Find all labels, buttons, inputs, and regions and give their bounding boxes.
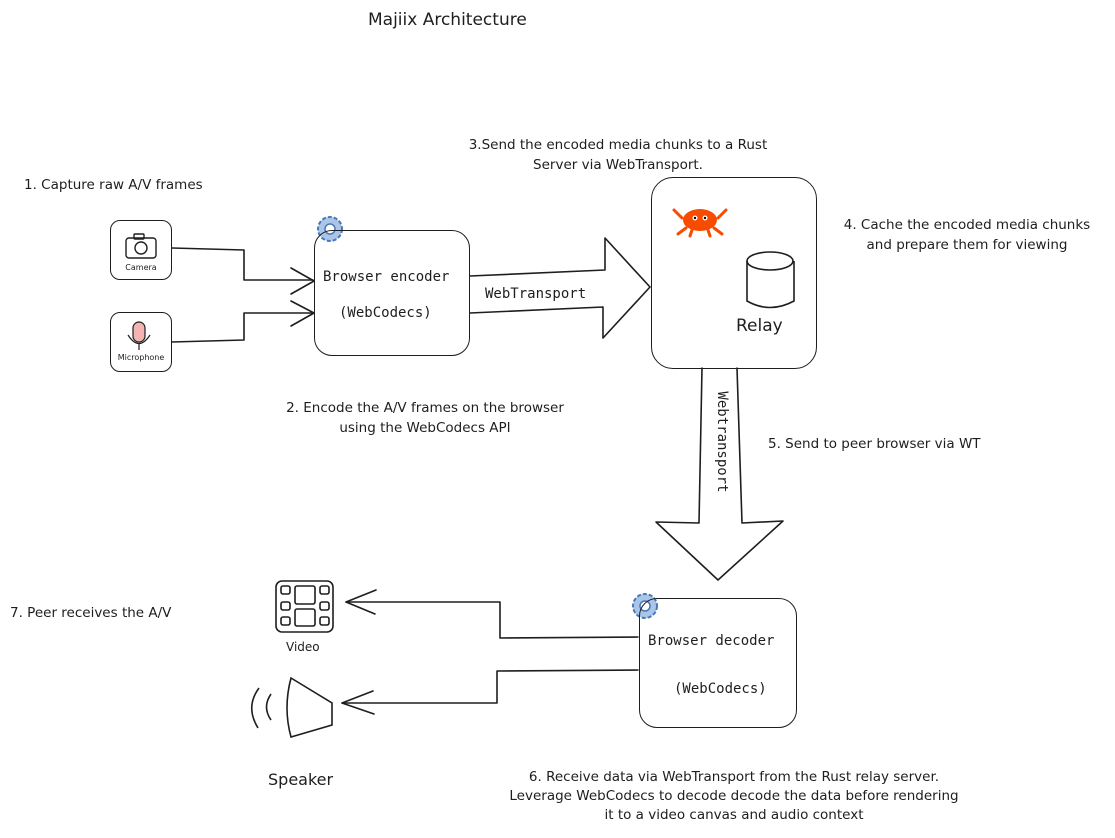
- step-6-label: 6. Receive data via WebTransport from th…: [460, 768, 1008, 825]
- step-2-label: 2. Encode the A/V frames on the browser …: [250, 398, 600, 438]
- relay-to-decoder-arrow: [655, 367, 784, 581]
- speaker-label: Speaker: [268, 770, 334, 789]
- video-label: Video: [286, 640, 320, 654]
- speaker-icon: [250, 676, 333, 738]
- step-6-line-2: Leverage WebCodecs to decode decode the …: [509, 788, 959, 804]
- encoder-title: Browser encoder: [323, 269, 450, 285]
- step-3-line-1: 3.Send the encoded media chunks to a Rus…: [468, 137, 768, 153]
- step-6-line-3: it to a video canvas and audio context: [604, 807, 864, 823]
- microphone-node: Microphone: [110, 312, 172, 372]
- decoder-to-speaker-line: [341, 669, 639, 704]
- microphone-label: Microphone: [117, 353, 165, 362]
- browser-decoder-node: Browser decoder (WebCodecs): [639, 598, 797, 728]
- microphone-icon: [127, 321, 151, 350]
- camera-to-encoder-line: [171, 247, 314, 281]
- step-2-line-1: 2. Encode the A/V frames on the browser: [286, 400, 564, 416]
- camera-node: Camera: [110, 220, 172, 280]
- step-7-label: 7. Peer receives the A/V: [10, 605, 172, 621]
- camera-label: Camera: [125, 263, 157, 272]
- encoder-to-relay-arrow: [469, 237, 651, 339]
- decoder-title: Browser decoder: [648, 633, 775, 649]
- encoder-to-relay-label: WebTransport: [485, 286, 587, 302]
- diagram-title: Majiix Architecture: [368, 10, 527, 30]
- step-4-label: 4. Cache the encoded media chunks and pr…: [820, 215, 1114, 255]
- step-4-line-1: 4. Cache the encoded media chunks: [843, 217, 1091, 233]
- microphone-to-encoder-line: [171, 312, 314, 343]
- decoder-subtitle: (WebCodecs): [674, 681, 767, 697]
- video-icon: [275, 580, 334, 633]
- step-4-line-2: and prepare them for viewing: [866, 237, 1068, 253]
- browser-encoder-node: Browser encoder (WebCodecs): [314, 230, 470, 356]
- step-5-label: 5. Send to peer browser via WT: [768, 436, 981, 452]
- decoder-to-video-line: [345, 601, 639, 639]
- relay-to-decoder-label: Webtransport: [714, 391, 730, 493]
- rust-crab-icon: [672, 208, 728, 238]
- database-icon: [746, 251, 795, 309]
- relay-node: Relay: [651, 177, 817, 369]
- encoder-subtitle: (WebCodecs): [339, 305, 432, 321]
- step-1-label: 1. Capture raw A/V frames: [24, 177, 203, 193]
- camera-icon: [125, 233, 157, 259]
- step-3-line-2: Server via WebTransport.: [533, 157, 703, 173]
- step-6-line-1: 6. Receive data via WebTransport from th…: [528, 769, 940, 785]
- step-2-line-2: using the WebCodecs API: [339, 420, 511, 436]
- relay-label: Relay: [736, 316, 783, 336]
- step-3-label: 3.Send the encoded media chunks to a Rus…: [432, 135, 804, 175]
